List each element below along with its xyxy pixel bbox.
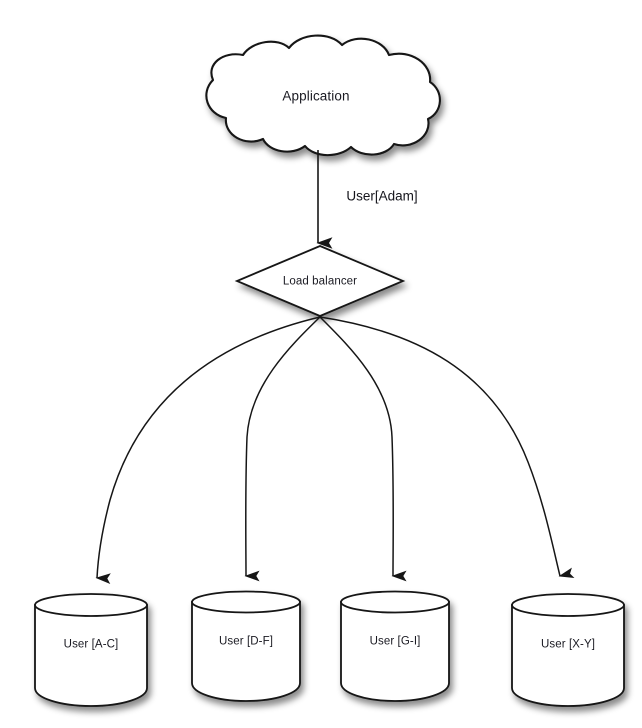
node-diamond-load-balancer[interactable] bbox=[234, 245, 406, 317]
diamond-shape bbox=[234, 245, 406, 317]
cloud-label: Application bbox=[282, 88, 350, 104]
db-label-3: User [G-I] bbox=[369, 635, 421, 648]
db-label-1: User [A-C] bbox=[63, 638, 119, 651]
cylinder-body bbox=[340, 601, 450, 702]
node-cloud-application[interactable] bbox=[205, 34, 441, 157]
edge-curve bbox=[319, 316, 575, 579]
node-cylinder-db-2[interactable] bbox=[191, 590, 301, 702]
edge-curve bbox=[319, 316, 407, 582]
edge-balancer-to-db-3 bbox=[319, 316, 407, 582]
node-cylinder-db-1[interactable] bbox=[34, 593, 148, 707]
edge-balancer-to-db-2 bbox=[244, 316, 321, 582]
cylinder-body bbox=[34, 604, 148, 707]
db-label-4: User [X-Y] bbox=[540, 638, 596, 651]
edge-balancer-to-db-4 bbox=[319, 316, 575, 579]
node-cylinder-db-4[interactable] bbox=[511, 593, 625, 707]
cylinder-top bbox=[340, 590, 450, 614]
cylinder-body bbox=[191, 601, 301, 702]
edge-balancer-to-db-1 bbox=[95, 316, 321, 585]
edge-curve bbox=[95, 316, 321, 585]
cylinder-top bbox=[511, 593, 625, 617]
db-label-2: User [D-F] bbox=[218, 635, 274, 648]
cloud-shape bbox=[205, 34, 441, 157]
node-cylinder-db-3[interactable] bbox=[340, 590, 450, 702]
cylinder-top bbox=[191, 590, 301, 614]
diamond-label: Load balancer bbox=[282, 275, 358, 288]
cylinder-body bbox=[511, 604, 625, 707]
edge-label-user-adam: User[Adam] bbox=[346, 188, 418, 204]
edge-curve bbox=[244, 316, 321, 582]
cylinder-top bbox=[34, 593, 148, 617]
